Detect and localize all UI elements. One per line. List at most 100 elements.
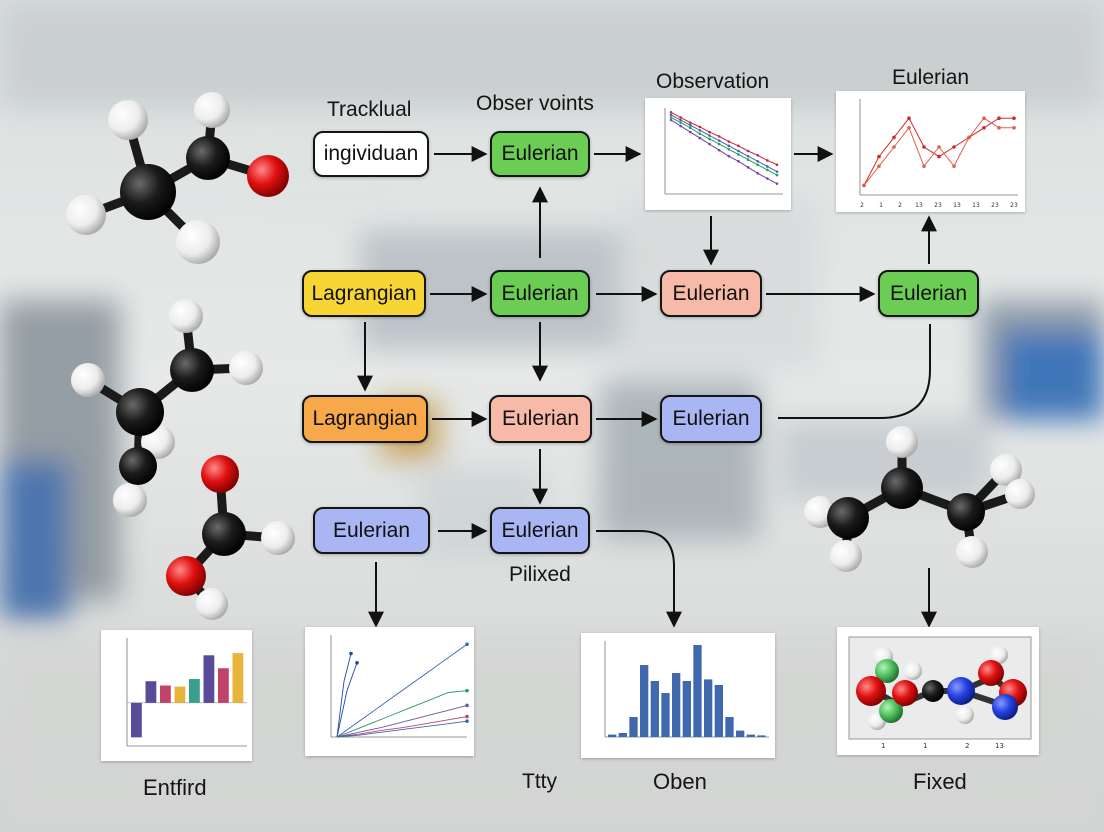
label-ttty: Ttty — [522, 770, 557, 794]
data-point — [737, 153, 740, 156]
label-fixed: Fixed — [913, 769, 967, 795]
data-point — [465, 689, 469, 693]
data-point — [689, 124, 692, 127]
data-point — [907, 116, 911, 120]
bar — [146, 681, 157, 703]
series-line — [337, 644, 467, 737]
bar — [629, 717, 637, 737]
series-line — [337, 691, 467, 737]
node-r2-eulerian-c[interactable]: Eulerian — [878, 270, 979, 317]
data-point — [1012, 116, 1016, 120]
data-point — [922, 145, 926, 149]
molecule-lower-right — [804, 426, 1035, 572]
data-point — [747, 150, 750, 153]
node-r3-eulerian-b[interactable]: Eulerian — [660, 395, 762, 443]
data-point — [689, 131, 692, 134]
node-r4-eulerian-b[interactable]: Eulerian — [490, 507, 590, 554]
data-point — [756, 172, 759, 175]
data-point — [877, 155, 881, 159]
data-point — [737, 150, 740, 153]
data-point — [982, 126, 986, 130]
data-point — [862, 184, 866, 188]
data-point — [679, 125, 682, 128]
node-r1-eulerian[interactable]: Eulerian — [490, 131, 590, 177]
data-point — [689, 121, 692, 124]
data-point — [766, 177, 769, 180]
bar — [651, 681, 659, 737]
x-tick-label: 2 — [898, 202, 902, 209]
data-point — [766, 159, 769, 162]
label-pilixed: Pilixed — [509, 563, 571, 587]
node-r2-eulerian-a[interactable]: Eulerian — [490, 270, 590, 317]
data-point — [737, 145, 740, 148]
data-point — [997, 116, 1001, 120]
bar — [693, 645, 701, 737]
node-ingividuan[interactable]: ingividuan — [313, 131, 429, 177]
data-point — [892, 145, 896, 149]
data-point — [699, 137, 702, 140]
svg-text:13: 13 — [995, 742, 1004, 750]
bar — [131, 703, 142, 738]
data-point — [997, 126, 1001, 130]
data-point — [728, 145, 731, 148]
bar — [175, 687, 186, 703]
series-line — [337, 705, 467, 737]
x-tick-label: 23 — [934, 202, 942, 209]
node-r3-eulerian-a[interactable]: Eulerian — [489, 395, 592, 443]
data-point — [907, 126, 911, 130]
chart-diverging-lines — [305, 627, 474, 756]
node-r2-eulerian-b[interactable]: Eulerian — [660, 270, 762, 317]
bar — [672, 673, 680, 737]
data-point — [670, 114, 673, 117]
node-r3-lagrangian[interactable]: Lagrangian — [302, 395, 428, 443]
data-point — [708, 134, 711, 137]
data-point — [718, 135, 721, 138]
data-point — [982, 116, 986, 120]
bar — [757, 735, 765, 737]
data-point — [737, 160, 740, 163]
data-point — [679, 116, 682, 119]
data-point — [776, 163, 779, 166]
x-tick-label: 2 — [860, 202, 864, 209]
x-tick-label: 13 — [972, 202, 980, 209]
data-point — [747, 166, 750, 169]
bar — [233, 653, 244, 703]
x-tick-label: 23 — [1010, 202, 1018, 209]
node-r4-eulerian-a[interactable]: Eulerian — [313, 507, 430, 554]
bar — [160, 686, 171, 703]
data-point — [355, 661, 359, 665]
data-point — [776, 182, 779, 185]
data-point — [952, 164, 956, 168]
series-line — [337, 717, 467, 737]
label-tracklual: Tracklual — [327, 98, 411, 122]
data-point — [952, 145, 956, 149]
bar — [704, 679, 712, 737]
data-point — [465, 642, 469, 646]
node-r2-lagrangian[interactable]: Lagrangian — [302, 270, 426, 317]
data-point — [349, 652, 353, 656]
label-obser-voints: Obser voints — [476, 92, 594, 116]
data-point — [747, 158, 750, 161]
bar — [189, 679, 200, 703]
data-point — [756, 160, 759, 163]
series-line — [337, 654, 351, 737]
data-point — [756, 154, 759, 157]
series-line — [671, 120, 777, 184]
data-point — [708, 143, 711, 146]
x-tick-label: 1 — [879, 202, 883, 209]
x-tick-label: 23 — [991, 202, 999, 209]
data-point — [756, 163, 759, 166]
label-observation: Observation — [656, 70, 769, 94]
label-entfird: Entfird — [143, 775, 207, 801]
bar — [640, 665, 648, 737]
data-point — [699, 129, 702, 132]
data-point — [670, 119, 673, 122]
data-point — [892, 136, 896, 140]
series-line — [864, 118, 1014, 185]
data-point — [937, 155, 941, 159]
data-point — [922, 164, 926, 168]
data-point — [465, 715, 469, 719]
bar — [715, 685, 723, 737]
